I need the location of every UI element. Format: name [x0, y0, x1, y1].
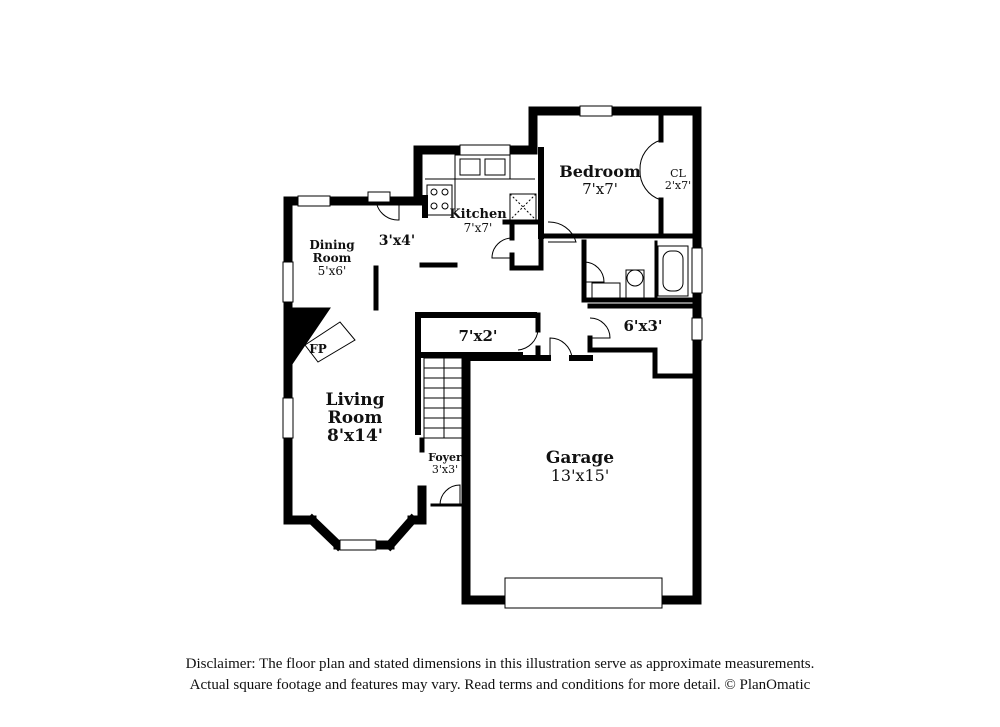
garage-name: Garage: [546, 448, 614, 468]
fireplace-icon: [287, 307, 331, 372]
utility-size: 6'x3': [623, 317, 662, 335]
hall-size: 7'x2': [458, 327, 497, 345]
dining-name-line1: Dining: [309, 238, 355, 252]
foyer-size: 3'x3': [432, 463, 458, 476]
garage-size: 13'x15': [551, 466, 610, 485]
doors: [367, 139, 662, 506]
dining-size: 5'x6': [318, 264, 347, 278]
foyer-name: Foyer: [428, 451, 462, 464]
stairs-icon: [423, 357, 465, 439]
bedroom-size: 7'x7': [582, 180, 618, 198]
nook-size: 3'x4': [379, 233, 415, 249]
living-name-line2: Room: [328, 408, 383, 428]
closet-size: 2'x7': [665, 179, 691, 192]
refrigerator-icon: [509, 193, 537, 221]
bedroom-name: Bedroom: [559, 162, 641, 181]
kitchen-name: Kitchen: [449, 207, 507, 222]
bathtub-icon: [657, 245, 689, 297]
closet-name: CL: [670, 167, 686, 180]
interior-walls: [373, 115, 700, 507]
kitchen-size: 7'x7': [464, 221, 493, 235]
stove-icon: [426, 184, 453, 216]
windows: [282, 105, 703, 609]
disclaimer-line-2: Actual square footage and features may v…: [189, 677, 811, 693]
toilet-icon: [625, 269, 645, 299]
living-size: 8'x14': [327, 426, 383, 446]
vanity-icon: [591, 282, 621, 299]
dining-name-line2: Room: [313, 251, 352, 265]
living-name-line1: Living: [326, 390, 385, 410]
fireplace-label: FP: [309, 342, 327, 356]
fixtures: [287, 154, 689, 439]
room-labels: Bedroom 7'x7' CL 2'x7' Kitchen 7'x7' 3'x…: [309, 162, 691, 485]
disclaimer-line-1: Disclaimer: The floor plan and stated di…: [185, 656, 815, 672]
